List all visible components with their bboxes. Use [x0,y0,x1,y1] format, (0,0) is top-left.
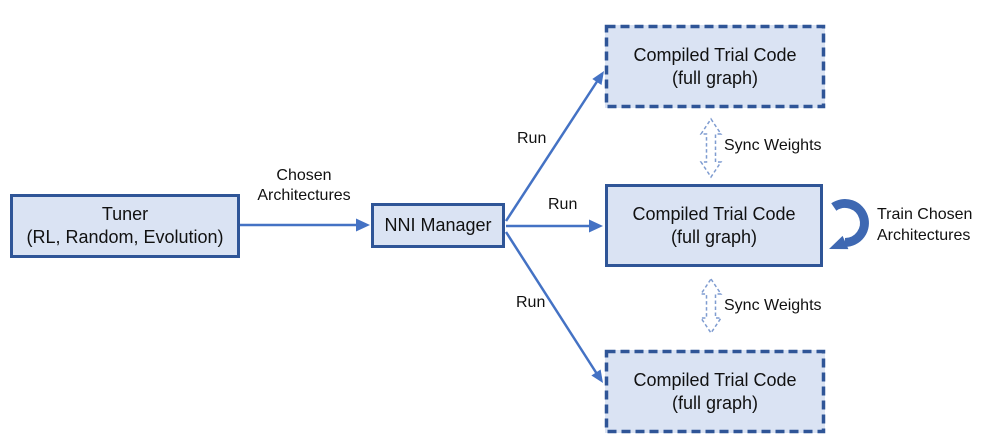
trial-top-title: Compiled Trial Code [633,44,797,65]
run-arrow-middle [506,219,603,233]
trial-bottom-title: Compiled Trial Code [633,369,797,390]
node-trial-bottom: Compiled Trial Code (full graph) [605,350,825,433]
node-trial-middle: Compiled Trial Code (full graph) [605,184,823,267]
edge-label-run-bottom: Run [516,294,546,311]
edge-label-run-middle: Run [548,196,578,213]
tuner-title: Tuner [101,204,149,224]
sync-weights-double-arrow-icon-bottom [699,277,723,335]
edge-label-sync-weights-top: Sync Weights [724,137,822,154]
chosen-architectures-arrow [240,218,370,232]
node-nni-manager: NNI Manager [371,203,505,248]
train-loop-arrow-icon [829,199,869,250]
trial-bottom-subtitle: (full graph) [671,392,759,413]
edge-label-train-chosen-architectures: Train Chosen Architectures [877,206,973,244]
trial-middle-subtitle: (full graph) [670,226,758,247]
nni-manager-label: NNI Manager [384,215,492,235]
edge-label-chosen-architectures: Chosen Architectures [257,167,351,204]
trial-top-subtitle: (full graph) [671,67,759,88]
edge-label-run-top: Run [517,130,547,147]
sync-weights-double-arrow-icon-top [699,117,723,179]
edge-label-sync-weights-bottom: Sync Weights [724,297,822,314]
tuner-subtitle: (RL, Random, Evolution) [26,227,224,247]
node-trial-top: Compiled Trial Code (full graph) [605,25,825,108]
node-tuner: Tuner (RL, Random, Evolution) [10,194,240,258]
trial-middle-title: Compiled Trial Code [632,203,796,224]
